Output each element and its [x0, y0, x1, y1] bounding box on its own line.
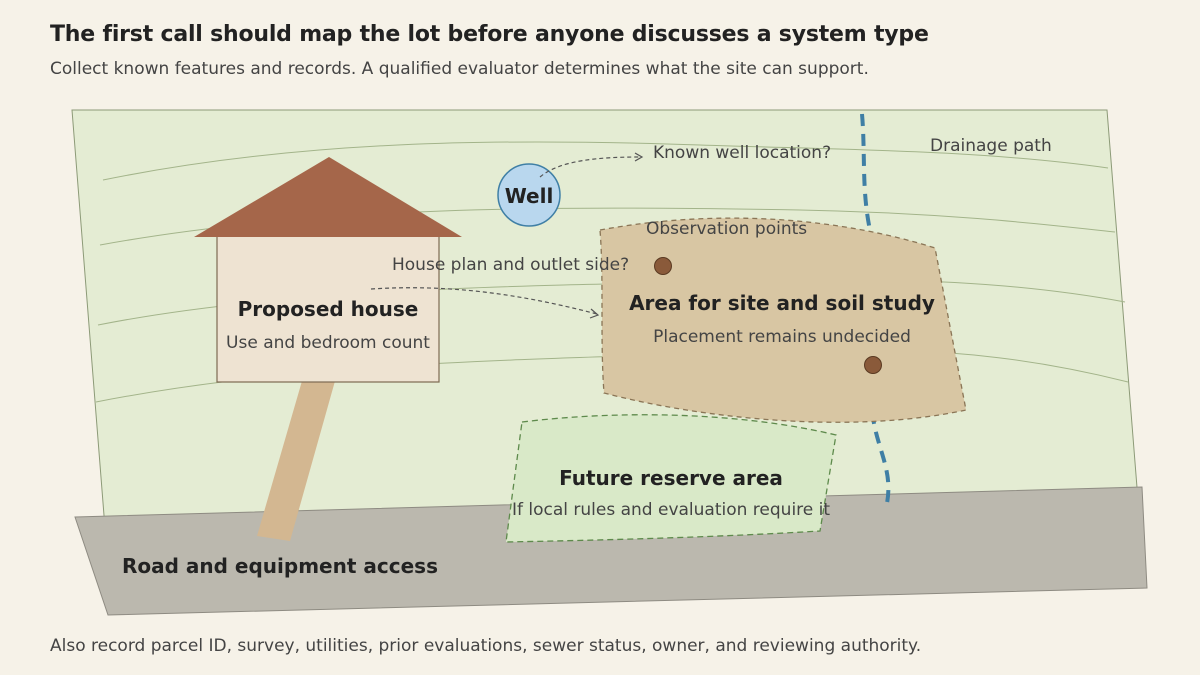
- house-arrow-head: [589, 308, 600, 319]
- house-subtitle: Use and bedroom count: [226, 333, 430, 353]
- driveway: [257, 381, 335, 541]
- house-note: House plan and outlet side?: [392, 255, 629, 275]
- reserve-title: Future reserve area: [559, 466, 783, 490]
- house-body: [216, 231, 440, 383]
- house-arrow: [370, 287, 598, 315]
- house-title: Proposed house: [238, 297, 419, 321]
- study-subtitle: Placement remains undecided: [653, 327, 911, 347]
- study-title: Area for site and soil study: [629, 291, 935, 315]
- well-note: Known well location?: [653, 143, 831, 163]
- contour-line: [102, 141, 1109, 181]
- observation-point: [654, 257, 672, 275]
- well-label: Well: [505, 184, 554, 208]
- page-footer: Also record parcel ID, survey, utilities…: [50, 636, 922, 656]
- observation-label: Observation points: [646, 219, 807, 239]
- observation-point: [864, 356, 882, 374]
- page-subtitle: Collect known features and records. A qu…: [50, 59, 869, 79]
- well-arrow-head: [634, 152, 644, 162]
- well-icon: [497, 163, 561, 227]
- reserve-area: [505, 414, 837, 543]
- study-area: [599, 217, 967, 423]
- reserve-subtitle: If local rules and evaluation require it: [512, 500, 830, 520]
- page-title: The first call should map the lot before…: [50, 22, 929, 47]
- well-arrow: [539, 156, 641, 178]
- house-roof-icon: [194, 157, 462, 237]
- road-label: Road and equipment access: [122, 554, 438, 578]
- drainage-label: Drainage path: [930, 136, 1052, 156]
